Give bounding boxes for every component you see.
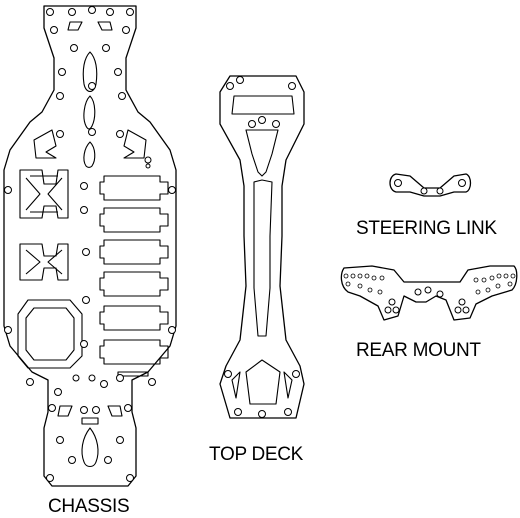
top-deck-spine (253, 179, 273, 337)
top-deck-rear-side (231, 371, 241, 399)
steering-link-part (389, 173, 472, 197)
chassis-front-slot (82, 51, 98, 93)
top-deck-part (219, 75, 305, 419)
chassis-label: CHASSIS (48, 496, 129, 517)
chassis-x-brace (25, 175, 63, 213)
chassis-slot (99, 339, 169, 365)
chassis-x-brace (19, 243, 69, 281)
chassis-rear-slot (81, 417, 99, 425)
top-deck-rear-window (245, 359, 281, 405)
rear-mount-holes (343, 273, 516, 314)
top-deck-outline (219, 75, 305, 419)
chassis-rear-cutout (57, 405, 73, 417)
chassis-battery-tray (17, 299, 83, 369)
chassis-front-slot (83, 141, 96, 169)
chassis-slot (99, 239, 169, 265)
chassis-x-brace (25, 249, 63, 275)
chassis-slot (99, 271, 169, 297)
chassis-rear-cutout (107, 405, 123, 417)
rear-mount-part (340, 265, 518, 321)
steering-link-holes (394, 179, 466, 195)
top-deck-label: TOP DECK (209, 444, 304, 465)
chassis-rear-slot (81, 427, 99, 468)
rear-mount-label: REAR MOUNT (356, 340, 481, 361)
chassis-side-cutout (123, 129, 147, 159)
chassis-part (3, 5, 177, 487)
top-deck-front-window (231, 95, 295, 115)
top-deck-front-slot (245, 129, 279, 177)
chassis-top-cutout (67, 21, 83, 31)
steering-link-label: STEERING LINK (356, 218, 497, 239)
chassis-side-cutout (33, 129, 57, 159)
chassis-x-brace (19, 169, 69, 219)
top-deck-rear-side (283, 371, 293, 399)
chassis-battery-tray-inner (25, 307, 75, 361)
top-deck-holes (224, 76, 300, 418)
steering-link-outline (389, 173, 472, 197)
chassis-outline (3, 5, 177, 487)
chassis-slot (99, 175, 169, 201)
chassis-holes (4, 6, 176, 482)
chassis-front-slot (83, 95, 96, 130)
chassis-slot (99, 305, 169, 331)
chassis-top-cutout (97, 21, 113, 31)
rear-mount-outline (340, 265, 518, 321)
chassis-slot (99, 207, 169, 233)
